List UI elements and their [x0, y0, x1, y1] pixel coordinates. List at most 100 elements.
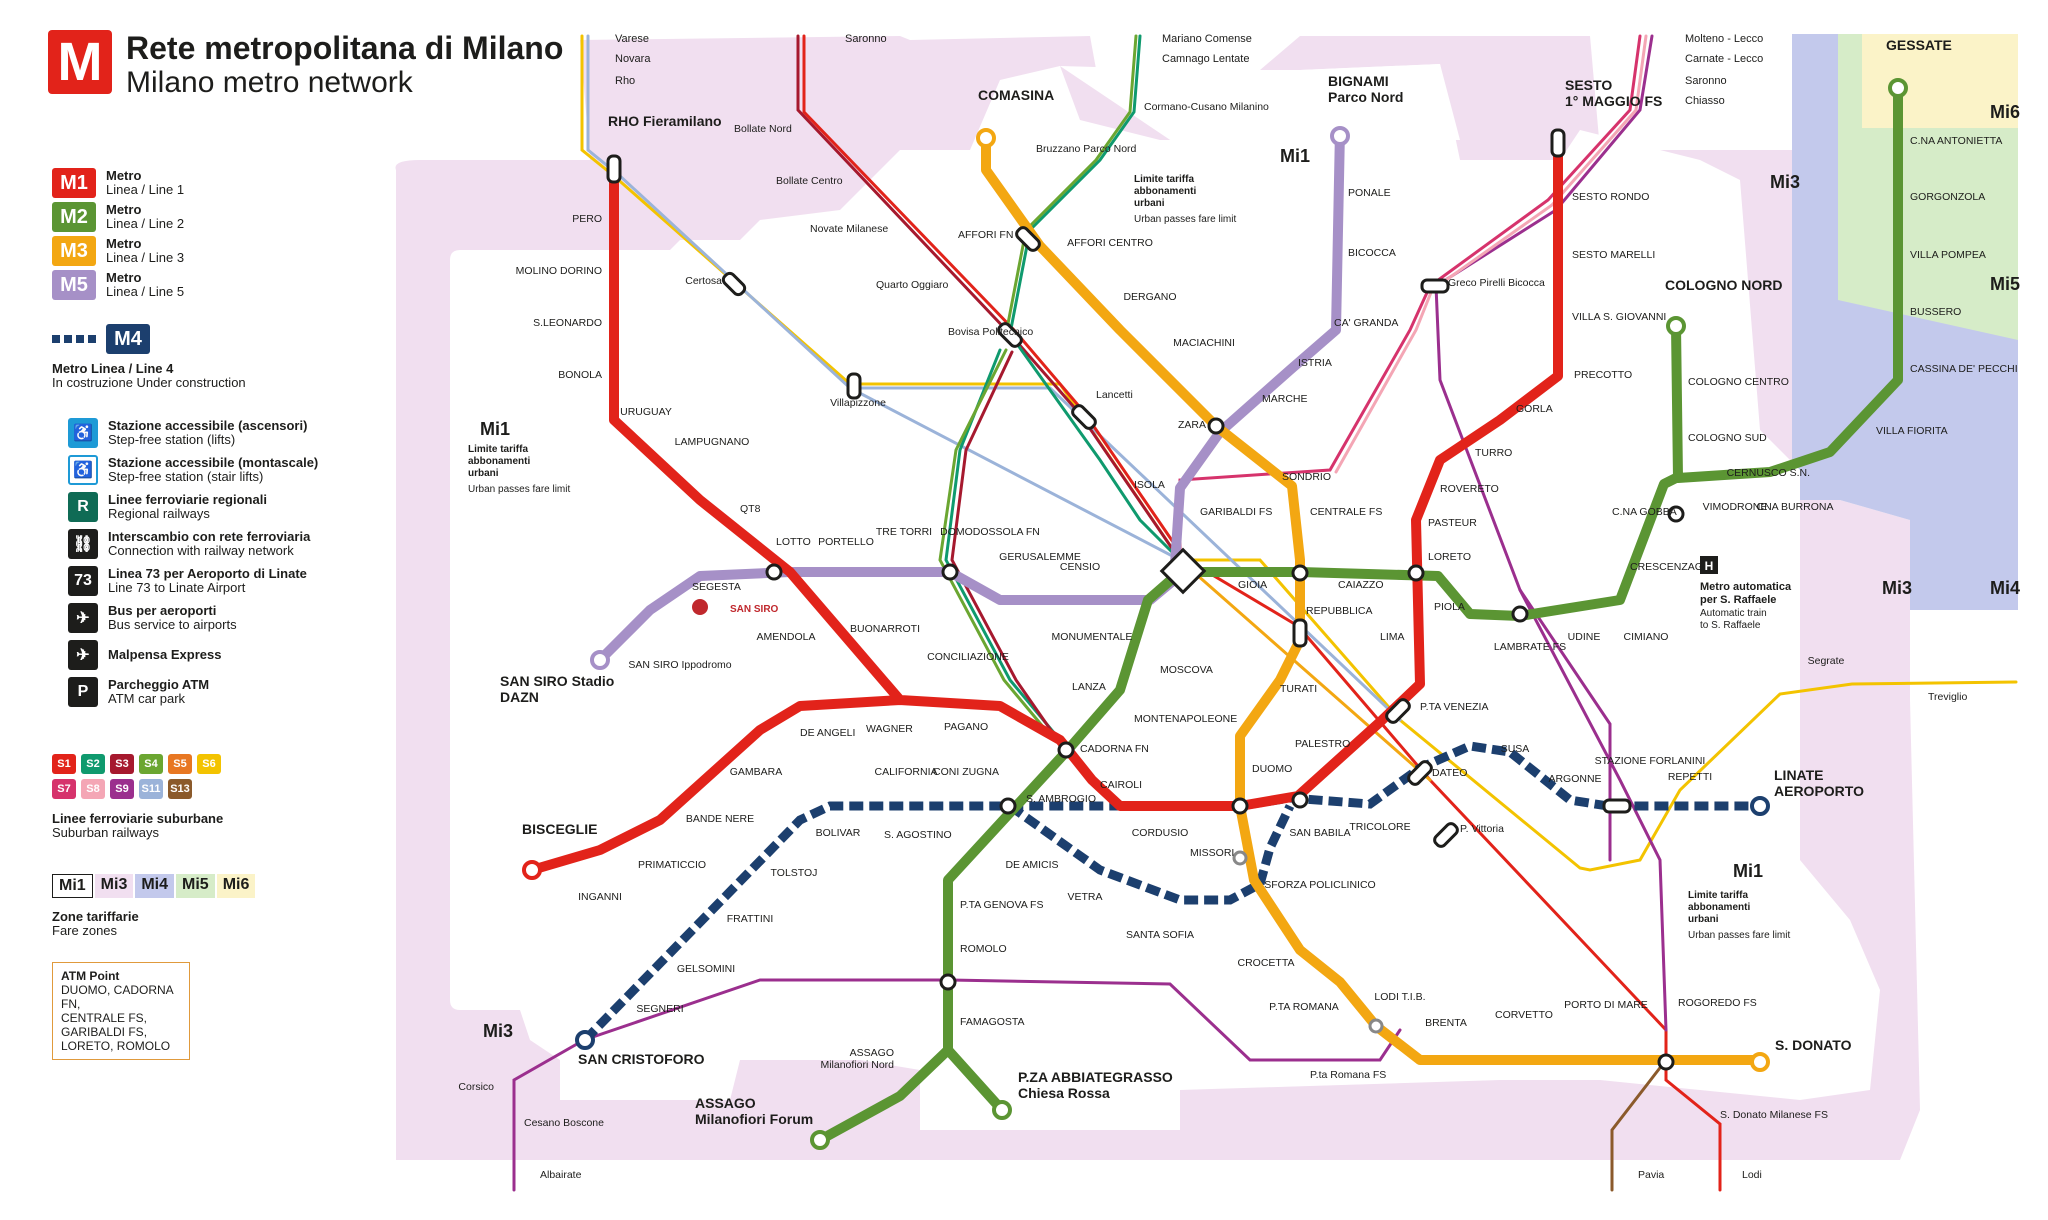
interchange-garibaldi: [1159, 547, 1207, 595]
icon-text: Malpensa Express: [108, 648, 221, 662]
zone-label: Mi1: [1280, 146, 1310, 166]
icon-label: Bus per aeroporti: [108, 603, 217, 618]
station-label: CONCILIAZIONE: [927, 651, 1009, 663]
icon-label: Stazione accessibile (ascensori): [108, 418, 308, 433]
station-label: SAN SIRO Ippodromo: [628, 659, 731, 671]
station-label: CAIAZZO: [1338, 579, 1384, 591]
station-label: COLOGNO CENTRO: [1688, 376, 1789, 388]
icon-sublabel: Line 73 to Linate Airport: [108, 580, 246, 595]
station-label: S. AGOSTINO: [884, 829, 952, 841]
terminal-label-line2: Parco Nord: [1328, 89, 1403, 105]
station-label: FRATTINI: [727, 913, 773, 925]
station-label: ROMOLO: [960, 943, 1007, 955]
terminal-label: COMASINA: [978, 87, 1054, 103]
icon-label: Linee ferroviarie regionali: [108, 492, 267, 507]
station-label: LANZA: [1072, 681, 1106, 693]
railway-bovisa-s: [938, 348, 1056, 742]
station-label: C.NA GOBBA: [1612, 506, 1677, 518]
railway-s13-pavia: [1610, 1058, 1668, 1192]
station-label: Bovisa Politecnico: [948, 326, 1033, 338]
line-m1: [530, 140, 1563, 875]
fare-note-title: Limite tariffa: [1688, 890, 1748, 901]
fare-note-title: abbonamenti: [468, 456, 530, 467]
terminal-sansiro: [590, 650, 610, 670]
railway-mi-north: [1178, 558, 1432, 782]
station-label: INGANNI: [578, 891, 622, 903]
suburban-badge: S3: [110, 754, 134, 774]
station-label: Treviglio: [1928, 691, 1967, 703]
railway-cadorna-trunk: [950, 350, 1068, 754]
station-label: CASSINA DE' PECCHI: [1910, 363, 2018, 375]
zone-label: Mi1: [480, 419, 510, 439]
accessible-stairlift-icon: ♿: [68, 455, 98, 485]
railway-destination: Rho: [615, 75, 635, 87]
station-label: URUGUAY: [620, 406, 672, 418]
terminal-gessate: [1888, 78, 1908, 98]
m4-sublabel: In costruzione Under construction: [52, 375, 246, 390]
san-siro-stadium: SAN SIRO: [692, 599, 779, 615]
station-label: ISOLA: [1134, 479, 1165, 491]
railway-destination: Carnate - Lecco: [1685, 53, 1763, 65]
interchange-rogoredo: [1657, 1053, 1675, 1071]
railway-lambrate: [1518, 588, 1612, 862]
zone-mi1-area: [450, 64, 1880, 1130]
station-label: S. AMBROGIO: [1026, 793, 1096, 805]
terminal-comasina: [976, 128, 996, 148]
station-label: GARIBALDI FS: [1200, 506, 1272, 518]
railway-s1-red: [802, 34, 1722, 1192]
terminal-assago: [810, 1130, 830, 1150]
station-label: Novate Milanese: [810, 223, 888, 235]
zone-badge: Mi1: [52, 874, 93, 898]
station-label: Cesano Boscone: [524, 1117, 604, 1129]
station-label: MONTENAPOLEONE: [1134, 713, 1237, 725]
suburban-badge: S8: [81, 779, 105, 799]
metro-automatica-icon: [1700, 556, 1718, 574]
station-label: CRESCENZAGO: [1630, 561, 1711, 573]
station-label: MARCHE: [1262, 393, 1308, 405]
station-label: VILLA POMPEA: [1910, 249, 1986, 261]
station-label: CENSIO: [1060, 561, 1100, 573]
suburban-sublabel: Suburban railways: [52, 825, 159, 840]
terminal-cologno: [1666, 316, 1686, 336]
station-label: MONUMENTALE: [1052, 631, 1133, 643]
station-label: ASSAGO: [850, 1047, 894, 1059]
station-label: PALESTRO: [1295, 738, 1350, 750]
station-label: LODI T.I.B.: [1374, 991, 1425, 1003]
station-label: GELSOMINI: [677, 963, 735, 975]
station-label: LIMA: [1380, 631, 1405, 643]
stadium-icon: [692, 599, 708, 615]
railway-s7-s8: [1178, 34, 1642, 562]
interchange-greco: [1420, 278, 1450, 294]
station-label: P.TA ROMANA: [1269, 1001, 1339, 1013]
atm-point-line: LORETO, ROMOLO: [61, 1039, 171, 1053]
station-label: GERUSALEMME: [999, 551, 1081, 563]
fare-note-title: urbani: [1134, 198, 1165, 209]
page-subtitle: Milano metro network: [126, 66, 413, 99]
railway-destination: Varese: [615, 33, 649, 45]
station-label: AFFORI FN: [958, 229, 1013, 241]
icon-label: Parcheggio ATM: [108, 677, 210, 692]
station-label: SONDRIO: [1282, 471, 1331, 483]
terminal-label: GESSATE: [1886, 37, 1952, 53]
metro-automatica-title: Metro automatica: [1700, 581, 1792, 593]
zone-label: Mi4: [1990, 578, 2020, 598]
line-label: Metro: [106, 270, 142, 285]
atm-point-line: DUOMO, CADORNA FN,: [61, 983, 174, 1011]
interchange-dateo: [1407, 760, 1433, 786]
line-sublabel: Linea / Line 3: [106, 250, 185, 265]
station-label: MOLINO DORINO: [516, 265, 602, 277]
icon-label: Linea 73 per Aeroporto di Linate: [108, 566, 307, 581]
terminal-label: SAN CRISTOFORO: [578, 1051, 705, 1067]
fare-note-title: Limite tariffa: [1134, 174, 1194, 185]
fare-note-sub: Urban passes fare limit: [468, 484, 570, 495]
interchange-domodossola: [941, 563, 959, 581]
station-label: VIMODRONE: [1703, 501, 1768, 513]
suburban-label: Linee ferroviarie suburbane: [52, 811, 224, 826]
